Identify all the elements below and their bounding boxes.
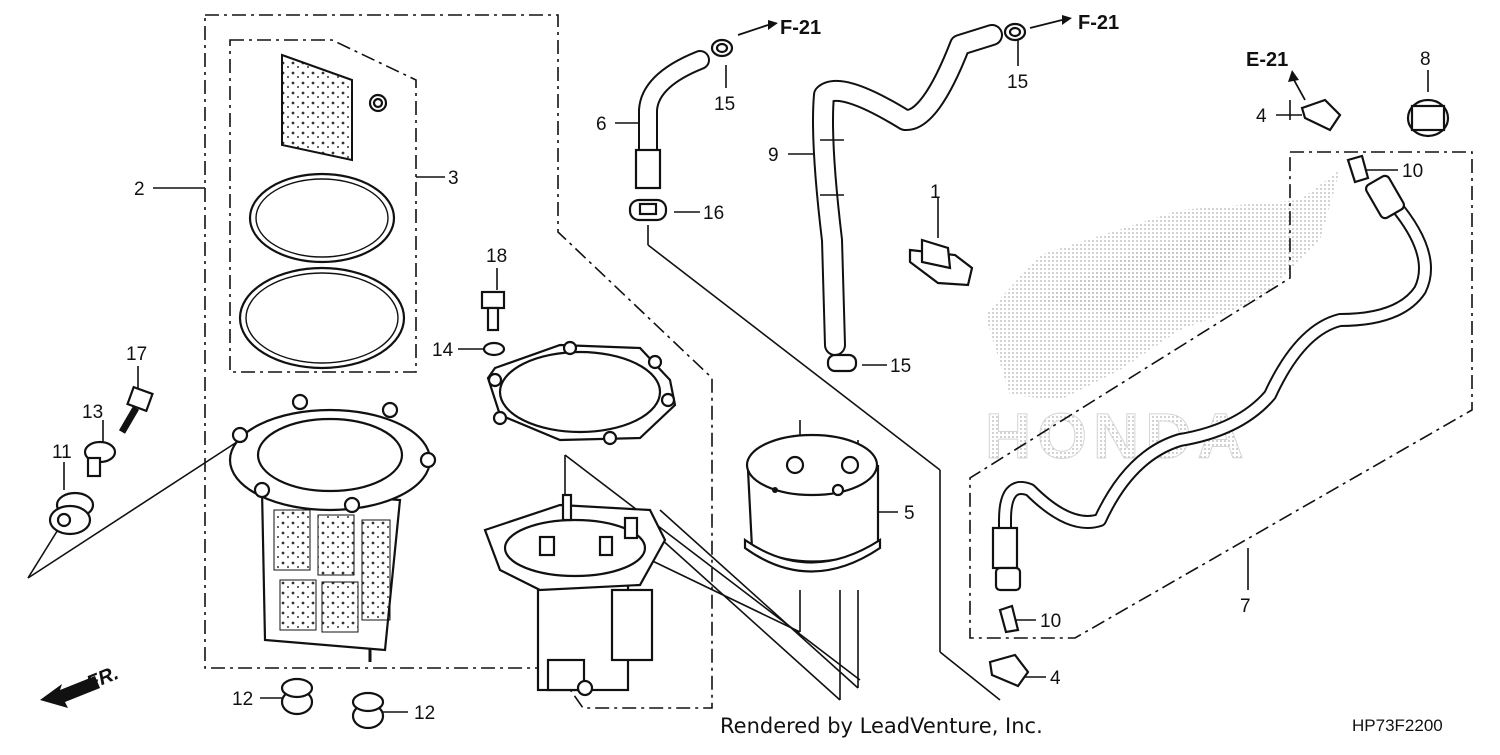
ref-f21-left: F-21	[780, 17, 821, 39]
callout-17: 17	[126, 344, 147, 365]
cushion-12-left	[280, 677, 314, 716]
hose-6	[634, 50, 710, 190]
collar-13	[83, 440, 117, 478]
callout-15-right: 15	[1007, 72, 1028, 93]
arrow-to-f21-right	[1029, 15, 1072, 29]
credit-text: Rendered by LeadVenture, Inc.	[720, 714, 1043, 738]
hose-9	[812, 24, 1003, 356]
callouts: 1 2 3 4 4 5 6 7 8 9 10 10 11 12 12 13 14…	[52, 49, 1431, 724]
callout-8: 8	[1420, 49, 1431, 70]
strainer-housing-2	[228, 393, 437, 662]
clip-1	[908, 238, 974, 287]
bolt-18	[480, 290, 506, 332]
ref-e21: E-21	[1246, 49, 1288, 71]
bolt-17	[118, 385, 154, 434]
diagram-code: HP73F2200	[1352, 716, 1443, 735]
front-direction-label: FR.	[84, 662, 122, 694]
callout-18: 18	[486, 246, 507, 267]
callout-10-top: 10	[1402, 161, 1423, 182]
callout-9: 9	[768, 145, 779, 166]
cushion-8	[1406, 98, 1450, 138]
connector-4-bottom	[988, 653, 1030, 688]
callout-2: 2	[134, 179, 145, 200]
callout-12-left: 12	[232, 689, 253, 710]
gasket-kit-3	[238, 53, 406, 370]
honda-watermark-logo: HONDA	[985, 170, 1340, 473]
callout-4-bottom: 4	[1050, 668, 1061, 689]
callout-5: 5	[904, 503, 915, 524]
clamp-15-top-right	[1003, 22, 1027, 42]
clamp-15-mid	[826, 353, 858, 373]
clip-10-top	[1346, 154, 1370, 184]
washer-14	[482, 341, 506, 357]
arrow-to-f21-left	[737, 20, 778, 36]
callout-12-right: 12	[414, 703, 435, 724]
clamp-15-top-left	[710, 38, 734, 58]
callout-1: 1	[930, 182, 941, 203]
callout-13: 13	[82, 402, 103, 423]
callout-4-top: 4	[1256, 106, 1267, 127]
cushion-12-right	[351, 691, 385, 730]
callout-15-left: 15	[714, 94, 735, 115]
callout-3: 3	[448, 168, 459, 189]
grommet-11	[48, 491, 95, 536]
filter-cup-5	[743, 433, 882, 573]
callout-15-mid: 15	[890, 356, 911, 377]
leader-lines	[27, 40, 1429, 713]
connector-4-top	[1300, 98, 1342, 132]
clip-10-bottom	[998, 604, 1020, 634]
callout-14: 14	[432, 340, 454, 361]
assembly-7-outline	[969, 151, 1473, 639]
callout-10-bottom: 10	[1040, 611, 1061, 632]
arrow-to-e21	[1288, 70, 1306, 101]
front-direction-arrow-icon: FR.	[40, 662, 122, 708]
ref-f21-right: F-21	[1078, 12, 1119, 34]
assembly-2-outline	[204, 14, 713, 709]
clamp-16	[628, 198, 668, 222]
gasket-kit-3-outline	[229, 39, 417, 373]
fuel-pump	[483, 493, 667, 697]
fuel-pipe-7	[991, 174, 1432, 592]
callout-16: 16	[703, 203, 724, 224]
callout-7: 7	[1240, 596, 1251, 617]
pump-gasket	[486, 340, 677, 446]
callout-11: 11	[52, 442, 72, 463]
callout-6: 6	[596, 114, 607, 135]
